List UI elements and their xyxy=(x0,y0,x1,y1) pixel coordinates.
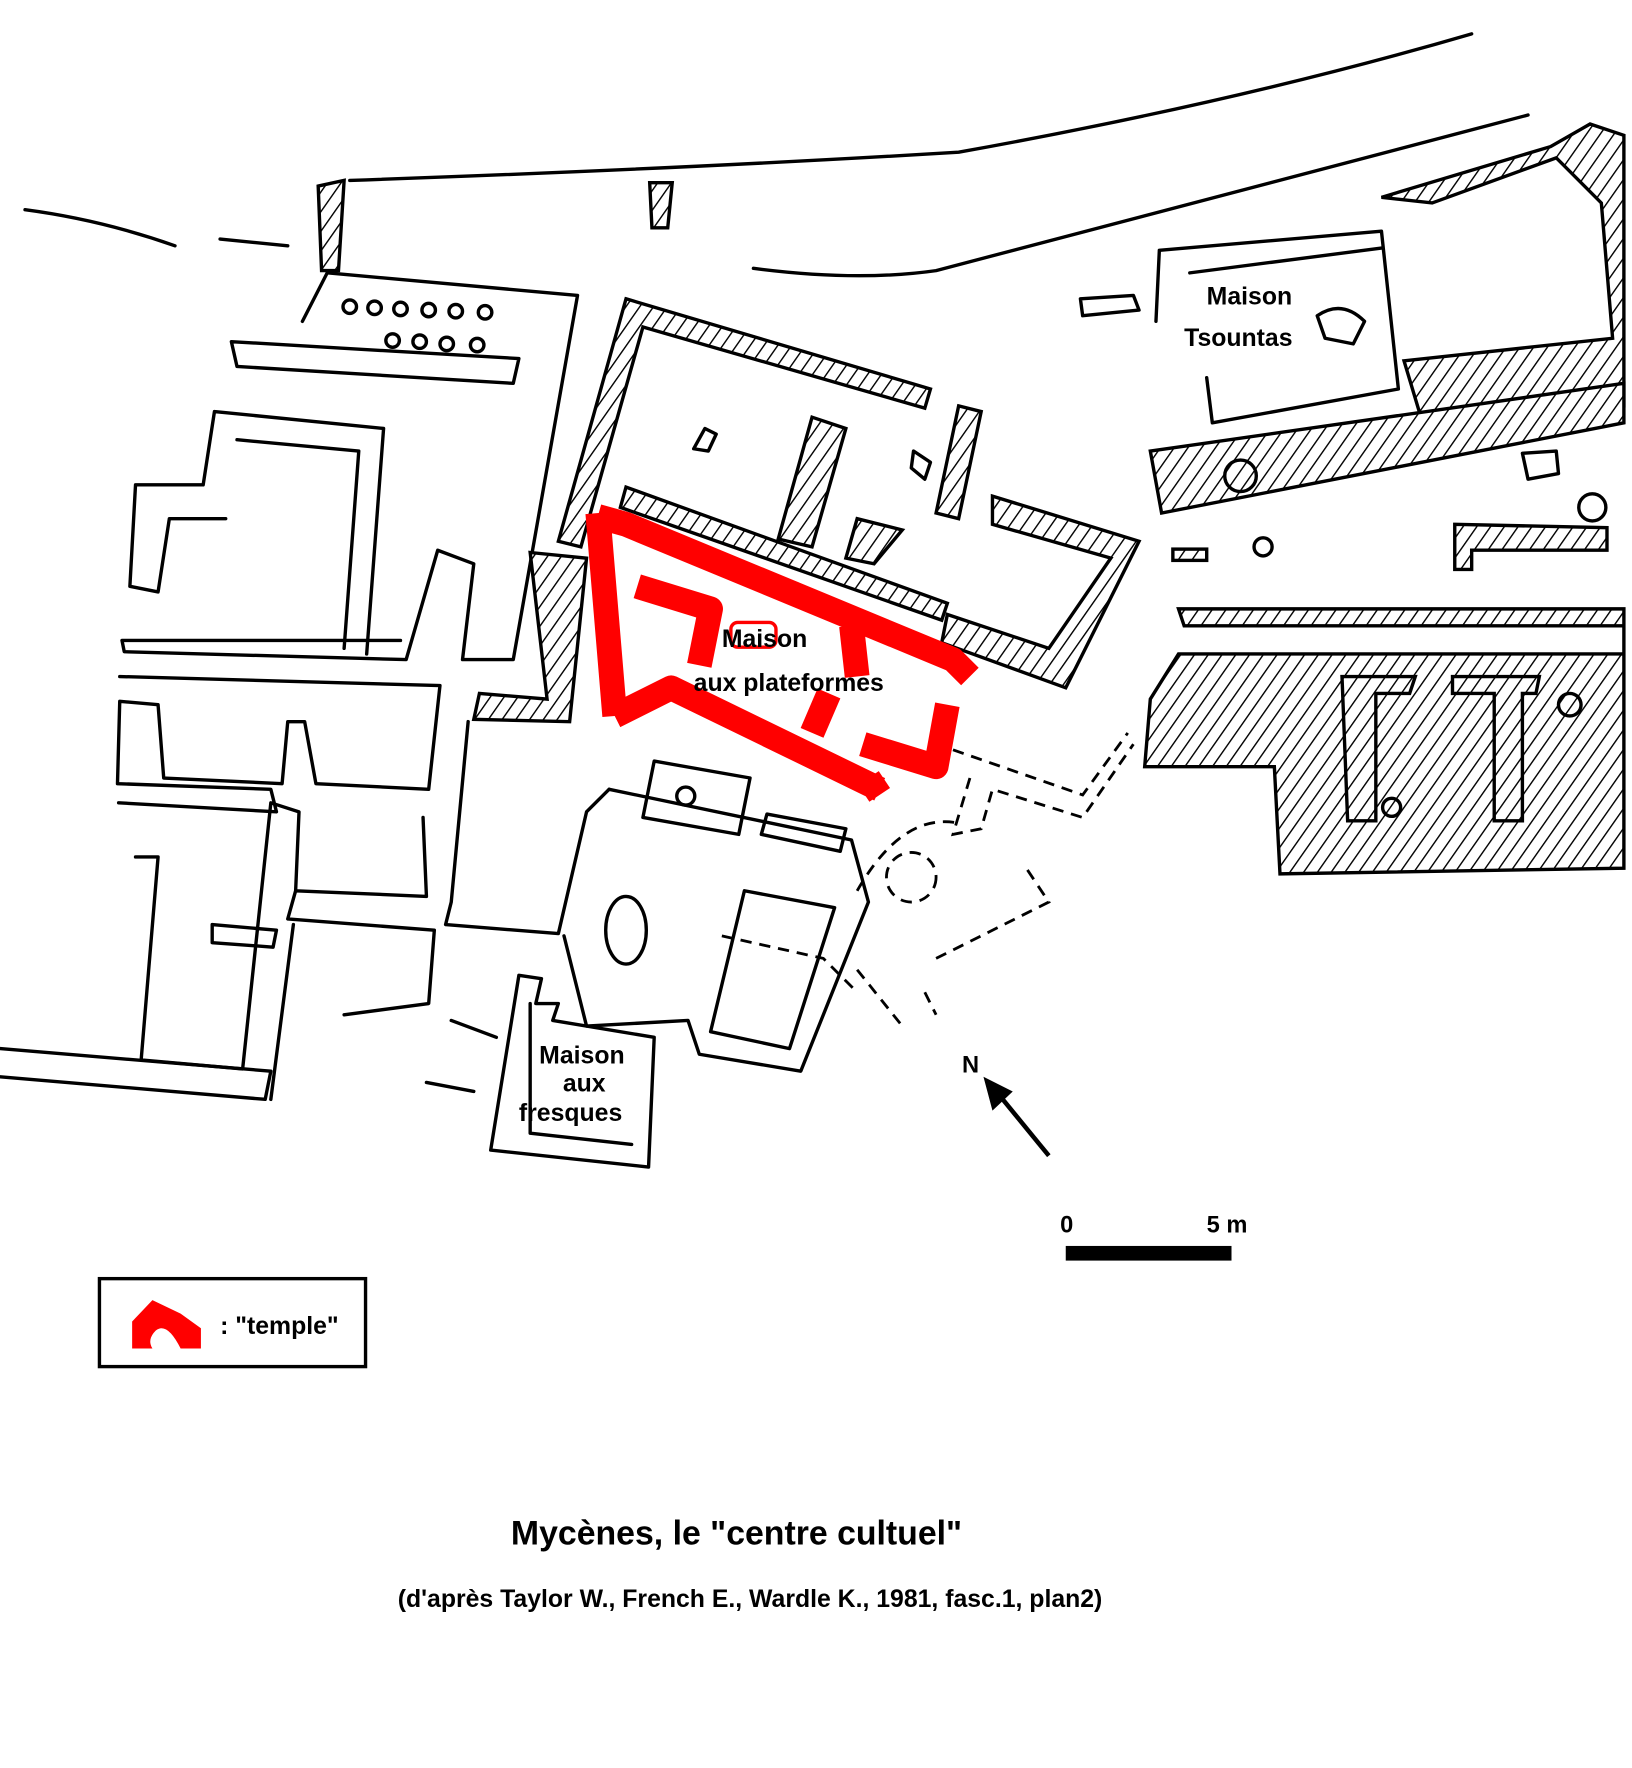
western-houses xyxy=(0,271,611,1102)
subtitle: (d'après Taylor W., French E., Wardle K.… xyxy=(398,1586,1103,1613)
label-plateformes-2: aux plateformes xyxy=(694,670,884,697)
label-fresques-3: fresques xyxy=(519,1100,622,1127)
north-arrow: N xyxy=(962,1052,1051,1158)
scale-bar: 0 5 m xyxy=(1060,1212,1248,1261)
legend-text: : "temple" xyxy=(220,1313,339,1340)
label-tsountas-2: Tsountas xyxy=(1184,325,1292,352)
label-fresques-1: Maison xyxy=(539,1042,624,1069)
north-arrow-icon xyxy=(996,1092,1051,1158)
north-label: N xyxy=(962,1052,979,1078)
southern-buildings xyxy=(424,732,1135,1169)
circles-row xyxy=(341,298,494,354)
map-labels: Maison Tsountas Maison aux plateformes M… xyxy=(519,283,1293,1126)
terrain-lines xyxy=(23,32,1530,278)
label-tsountas-1: Maison xyxy=(1207,283,1292,310)
scale-start: 0 xyxy=(1060,1212,1073,1238)
scale-end: 5 m xyxy=(1207,1212,1248,1238)
temple-red-structure xyxy=(585,504,979,802)
label-plateformes-1: Maison xyxy=(722,626,807,653)
page-title: Mycènes, le "centre cultuel" xyxy=(511,1515,962,1553)
label-fresques-2: aux xyxy=(563,1070,606,1097)
central-buildings xyxy=(471,296,1142,724)
legend: : "temple" xyxy=(97,1276,368,1369)
eastern-buildings xyxy=(1078,122,1626,876)
temple-legend-icon xyxy=(132,1300,201,1349)
